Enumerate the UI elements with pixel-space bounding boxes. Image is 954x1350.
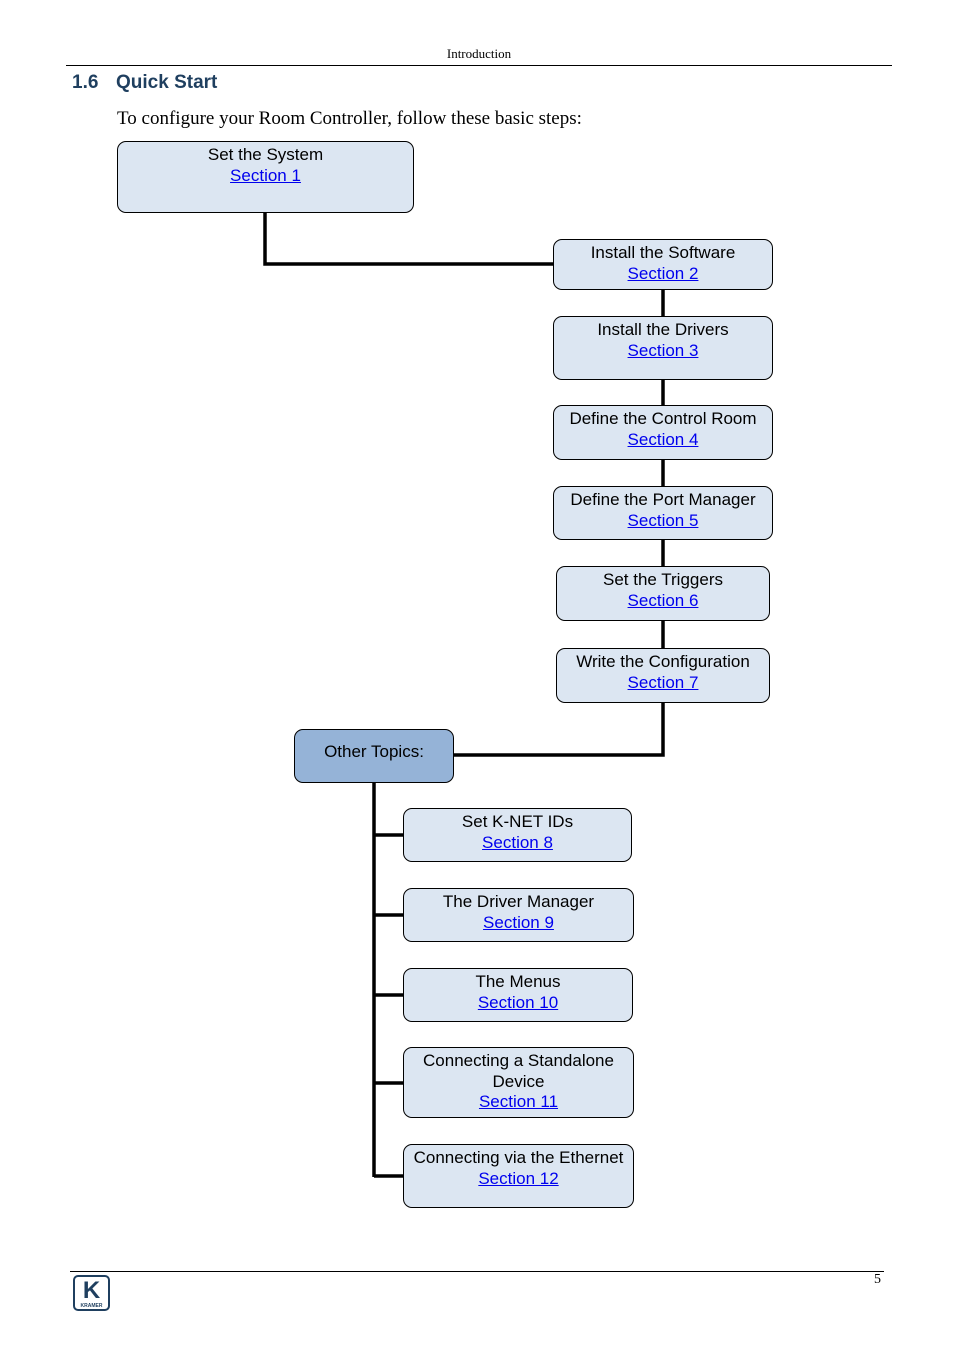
logo-k-glyph: K xyxy=(82,1277,101,1304)
connector-step1-step2 xyxy=(263,212,555,266)
section-link-5[interactable]: Section 5 xyxy=(627,510,699,530)
logo-wordmark: KRAMER xyxy=(80,1303,103,1309)
step-box-write-configuration: Write the Configuration Section 7 xyxy=(556,648,770,703)
step-title: Set the Triggers xyxy=(602,570,723,589)
topic-title: The Menus xyxy=(475,972,561,991)
topic-title: Connecting a Standalone Device xyxy=(423,1051,614,1091)
step-title: Write the Configuration xyxy=(576,652,750,671)
section-number: 1.6 xyxy=(72,72,99,93)
section-link-9[interactable]: Section 9 xyxy=(483,912,554,932)
section-link-6[interactable]: Section 6 xyxy=(627,590,699,610)
section-link-10[interactable]: Section 10 xyxy=(477,992,559,1012)
step-box-set-triggers: Set the Triggers Section 6 xyxy=(556,566,770,621)
footer-rule xyxy=(70,1271,884,1272)
step-box-install-drivers: Install the Drivers Section 3 xyxy=(553,316,773,380)
step-box-define-control-room: Define the Control Room Section 4 xyxy=(553,405,773,460)
section-link-7[interactable]: Section 7 xyxy=(627,672,699,692)
header-rule xyxy=(66,65,892,66)
step-title: Install the Software xyxy=(590,243,736,262)
section-title: Quick Start xyxy=(116,72,218,93)
section-link-1[interactable]: Section 1 xyxy=(230,165,301,185)
intro-paragraph: To configure your Room Controller, follo… xyxy=(117,108,582,129)
section-link-4[interactable]: Section 4 xyxy=(627,429,699,449)
page-number: 5 xyxy=(874,1272,881,1287)
topic-box-ethernet: Connecting via the Ethernet Section 12 xyxy=(403,1144,634,1208)
topic-title: Connecting via the Ethernet xyxy=(413,1148,624,1167)
step-title: Install the Drivers xyxy=(597,320,729,339)
step-box-install-software: Install the Software Section 2 xyxy=(553,239,773,290)
step-box-set-system: Set the System Section 1 xyxy=(117,141,414,213)
topic-box-knet-ids: Set K-NET IDs Section 8 xyxy=(403,808,632,862)
topic-box-standalone-device: Connecting a Standalone Device Section 1… xyxy=(403,1047,634,1118)
section-link-12[interactable]: Section 12 xyxy=(478,1168,559,1188)
topic-box-driver-manager: The Driver Manager Section 9 xyxy=(403,888,634,942)
topic-title: The Driver Manager xyxy=(442,892,595,911)
section-link-8[interactable]: Section 8 xyxy=(482,832,553,852)
other-topics-label: Other Topics: xyxy=(324,742,424,761)
section-link-11[interactable]: Section 11 xyxy=(478,1092,559,1111)
step-title: Define the Control Room xyxy=(569,409,757,428)
topic-title: Set K-NET IDs xyxy=(461,812,574,831)
step-title: Define the Port Manager xyxy=(570,490,756,509)
topic-box-menus: The Menus Section 10 xyxy=(403,968,633,1022)
section-link-3[interactable]: Section 3 xyxy=(627,340,699,360)
running-header: Introduction xyxy=(446,46,512,61)
step-box-define-port-manager: Define the Port Manager Section 5 xyxy=(553,486,773,540)
kramer-logo-icon: K KRAMER xyxy=(73,1275,110,1311)
step-title: Set the System xyxy=(207,145,324,164)
section-link-2[interactable]: Section 2 xyxy=(627,263,699,283)
other-topics-box: Other Topics: xyxy=(294,729,454,783)
connector-step7-other xyxy=(453,702,665,757)
